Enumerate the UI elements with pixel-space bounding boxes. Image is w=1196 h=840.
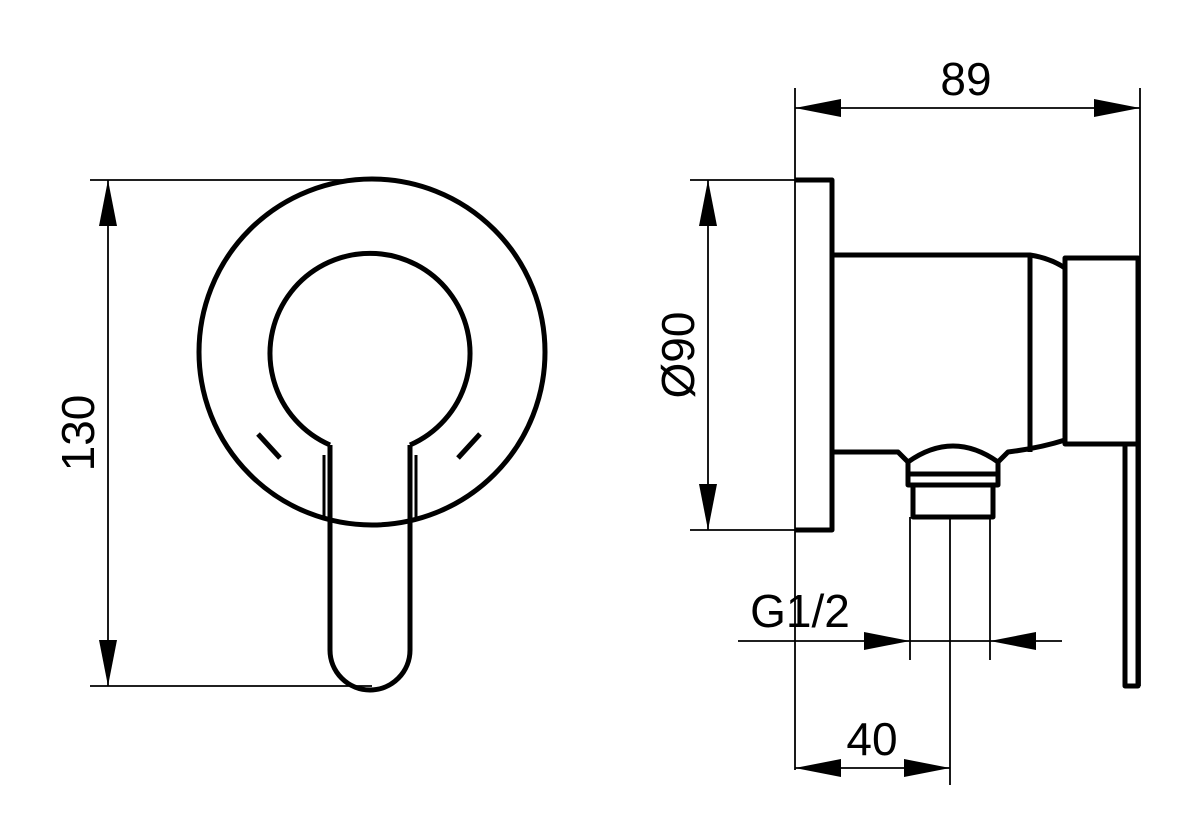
height-arrow-bottom bbox=[99, 640, 117, 686]
height-arrow-top bbox=[99, 180, 117, 226]
height-label: 130 bbox=[52, 395, 104, 472]
outlet-thread bbox=[910, 482, 996, 520]
depth-label: 89 bbox=[940, 53, 991, 105]
thread-arrow-left bbox=[864, 632, 910, 650]
rosette-outer-circle bbox=[196, 176, 548, 528]
offset-label: 40 bbox=[846, 713, 897, 765]
mixer-body-bottom bbox=[832, 449, 910, 464]
depth-arrow-left bbox=[795, 99, 841, 117]
handle-hub-outline bbox=[267, 250, 473, 448]
rosette-plate bbox=[795, 177, 835, 533]
hub-mark-right bbox=[456, 432, 482, 460]
diameter-label: Ø90 bbox=[652, 312, 704, 399]
hub-mark-left bbox=[256, 432, 282, 460]
lever-side bbox=[1122, 444, 1141, 689]
diameter-arrow-top bbox=[699, 180, 717, 226]
side-view: 89 Ø90 G1/2 40 bbox=[652, 53, 1141, 785]
handle-cap bbox=[1062, 255, 1141, 447]
thread-arrow-right bbox=[990, 632, 1036, 650]
thread-label: G1/2 bbox=[750, 585, 850, 637]
diameter-arrow-bottom bbox=[699, 484, 717, 530]
lever-handle bbox=[327, 445, 413, 693]
outlet-connector-top bbox=[905, 443, 1001, 488]
front-view: 130 bbox=[52, 176, 548, 693]
offset-arrow-left bbox=[795, 759, 841, 777]
depth-arrow-right bbox=[1094, 99, 1140, 117]
offset-arrow-right bbox=[904, 759, 950, 777]
mixer-body-bottom-right bbox=[996, 437, 1066, 464]
